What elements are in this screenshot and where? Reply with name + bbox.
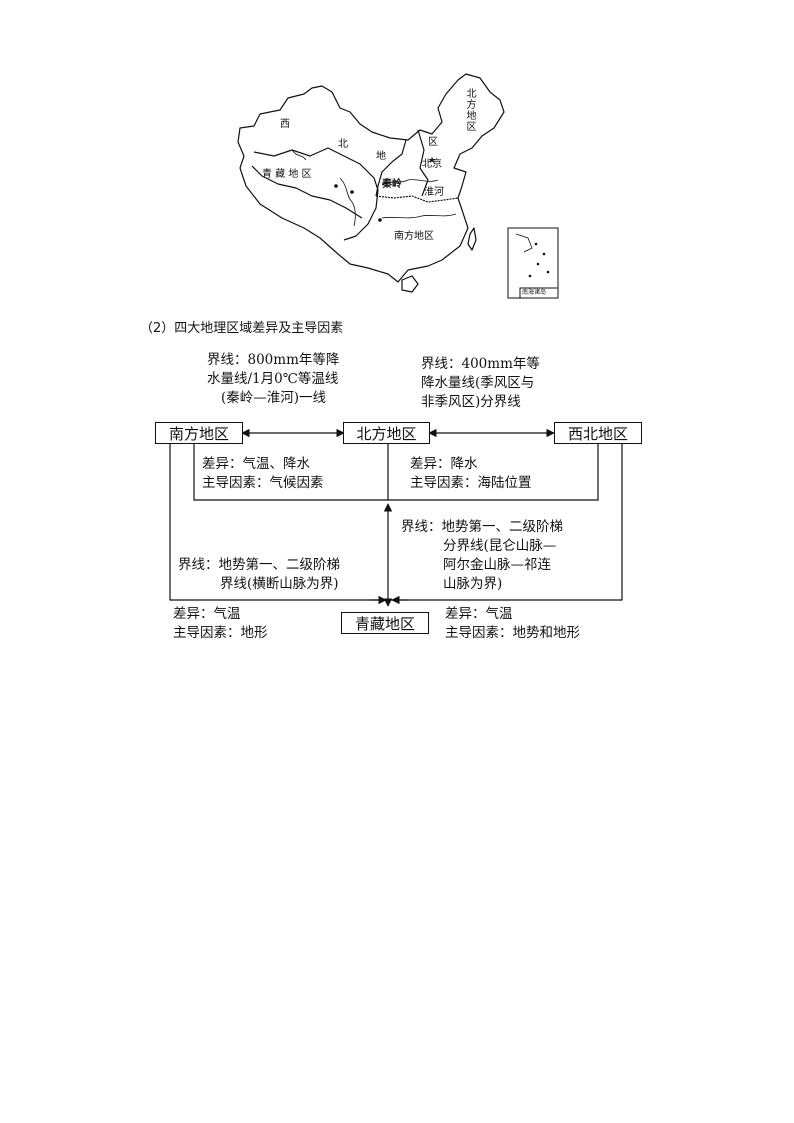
- difference-northwest-tibet: 差异：气温 主导因素：地势和地形: [445, 606, 580, 641]
- region-south: 南方地区: [155, 422, 243, 444]
- region-tibet: 青藏地区: [341, 612, 429, 634]
- hainan-island: [401, 275, 419, 293]
- map-label-beijing: 北京: [422, 159, 442, 170]
- map-label-inset: 南海诸岛: [522, 289, 547, 296]
- river-line: [381, 179, 439, 185]
- map-label-qu: 区: [428, 137, 438, 148]
- tibet-lower-border: [251, 165, 363, 219]
- boundary-northwest-tibet: 界线：地势第一、二级阶梯 分界线(昆仑山脉— 阿尔金山脉—祁连 山脉为界): [401, 519, 563, 592]
- south-china-sea-inset: [507, 227, 559, 299]
- boundary-north-northwest: 界线：400mm年等 降水量线(季风区与 非季风区)分界线: [421, 356, 540, 410]
- country-border: [237, 73, 505, 283]
- map-label-beifang: 北方地区: [464, 88, 475, 132]
- north-region-boundary: [417, 129, 429, 197]
- region-north: 北方地区: [343, 422, 430, 444]
- china-outline-map: ★: [237, 73, 559, 299]
- qinling-huaihe-line: [375, 195, 459, 203]
- river-line: [291, 149, 307, 161]
- arrow-northwest-tibet: [390, 444, 623, 601]
- arrow-south-tibet: [169, 444, 386, 601]
- map-label-qingzang: 青 藏 地 区: [262, 169, 312, 180]
- boundary-south-north: 界线：800mm年等降 水量线/1月0℃等温线 (秦岭—淮河)一线: [207, 352, 340, 406]
- boundary-south-tibet: 界线：地势第一、二级阶梯 界线(横断山脉为界): [178, 557, 340, 592]
- section-heading: （2）四大地理区域差异及主导因素: [140, 321, 344, 336]
- beijing-star-icon: ★: [428, 156, 436, 166]
- bracket-south-north: [193, 444, 389, 501]
- china-region-map: ★ 西 北 地 区 青 藏 地 区 北京 秦岭 淮河 南方地区 北方地区 南海诸…: [232, 68, 562, 300]
- difference-south-tibet: 差异：气温 主导因素：地形: [173, 606, 268, 641]
- map-label-qinling: 秦岭: [382, 179, 402, 190]
- map-label-bei: 北: [338, 139, 348, 150]
- south-tibet-boundary: [343, 177, 379, 241]
- map-label-di: 地: [376, 151, 386, 162]
- map-label-huaihe: 淮河: [424, 187, 444, 198]
- bracket-north-northwest: [388, 444, 599, 501]
- river-line: [339, 177, 356, 227]
- difference-south-north: 差异：气温、降水 主导因素：气候因素: [202, 456, 324, 491]
- difference-north-northwest: 差异：降水 主导因素：海陆位置: [410, 456, 532, 491]
- northwest-tibet-boundary: [253, 147, 375, 179]
- map-label-nanfang: 南方地区: [394, 231, 434, 242]
- region-northwest: 西北地区: [554, 422, 642, 444]
- river-line: [381, 213, 457, 219]
- taiwan-island: [467, 227, 477, 251]
- map-label-xi: 西: [280, 119, 290, 130]
